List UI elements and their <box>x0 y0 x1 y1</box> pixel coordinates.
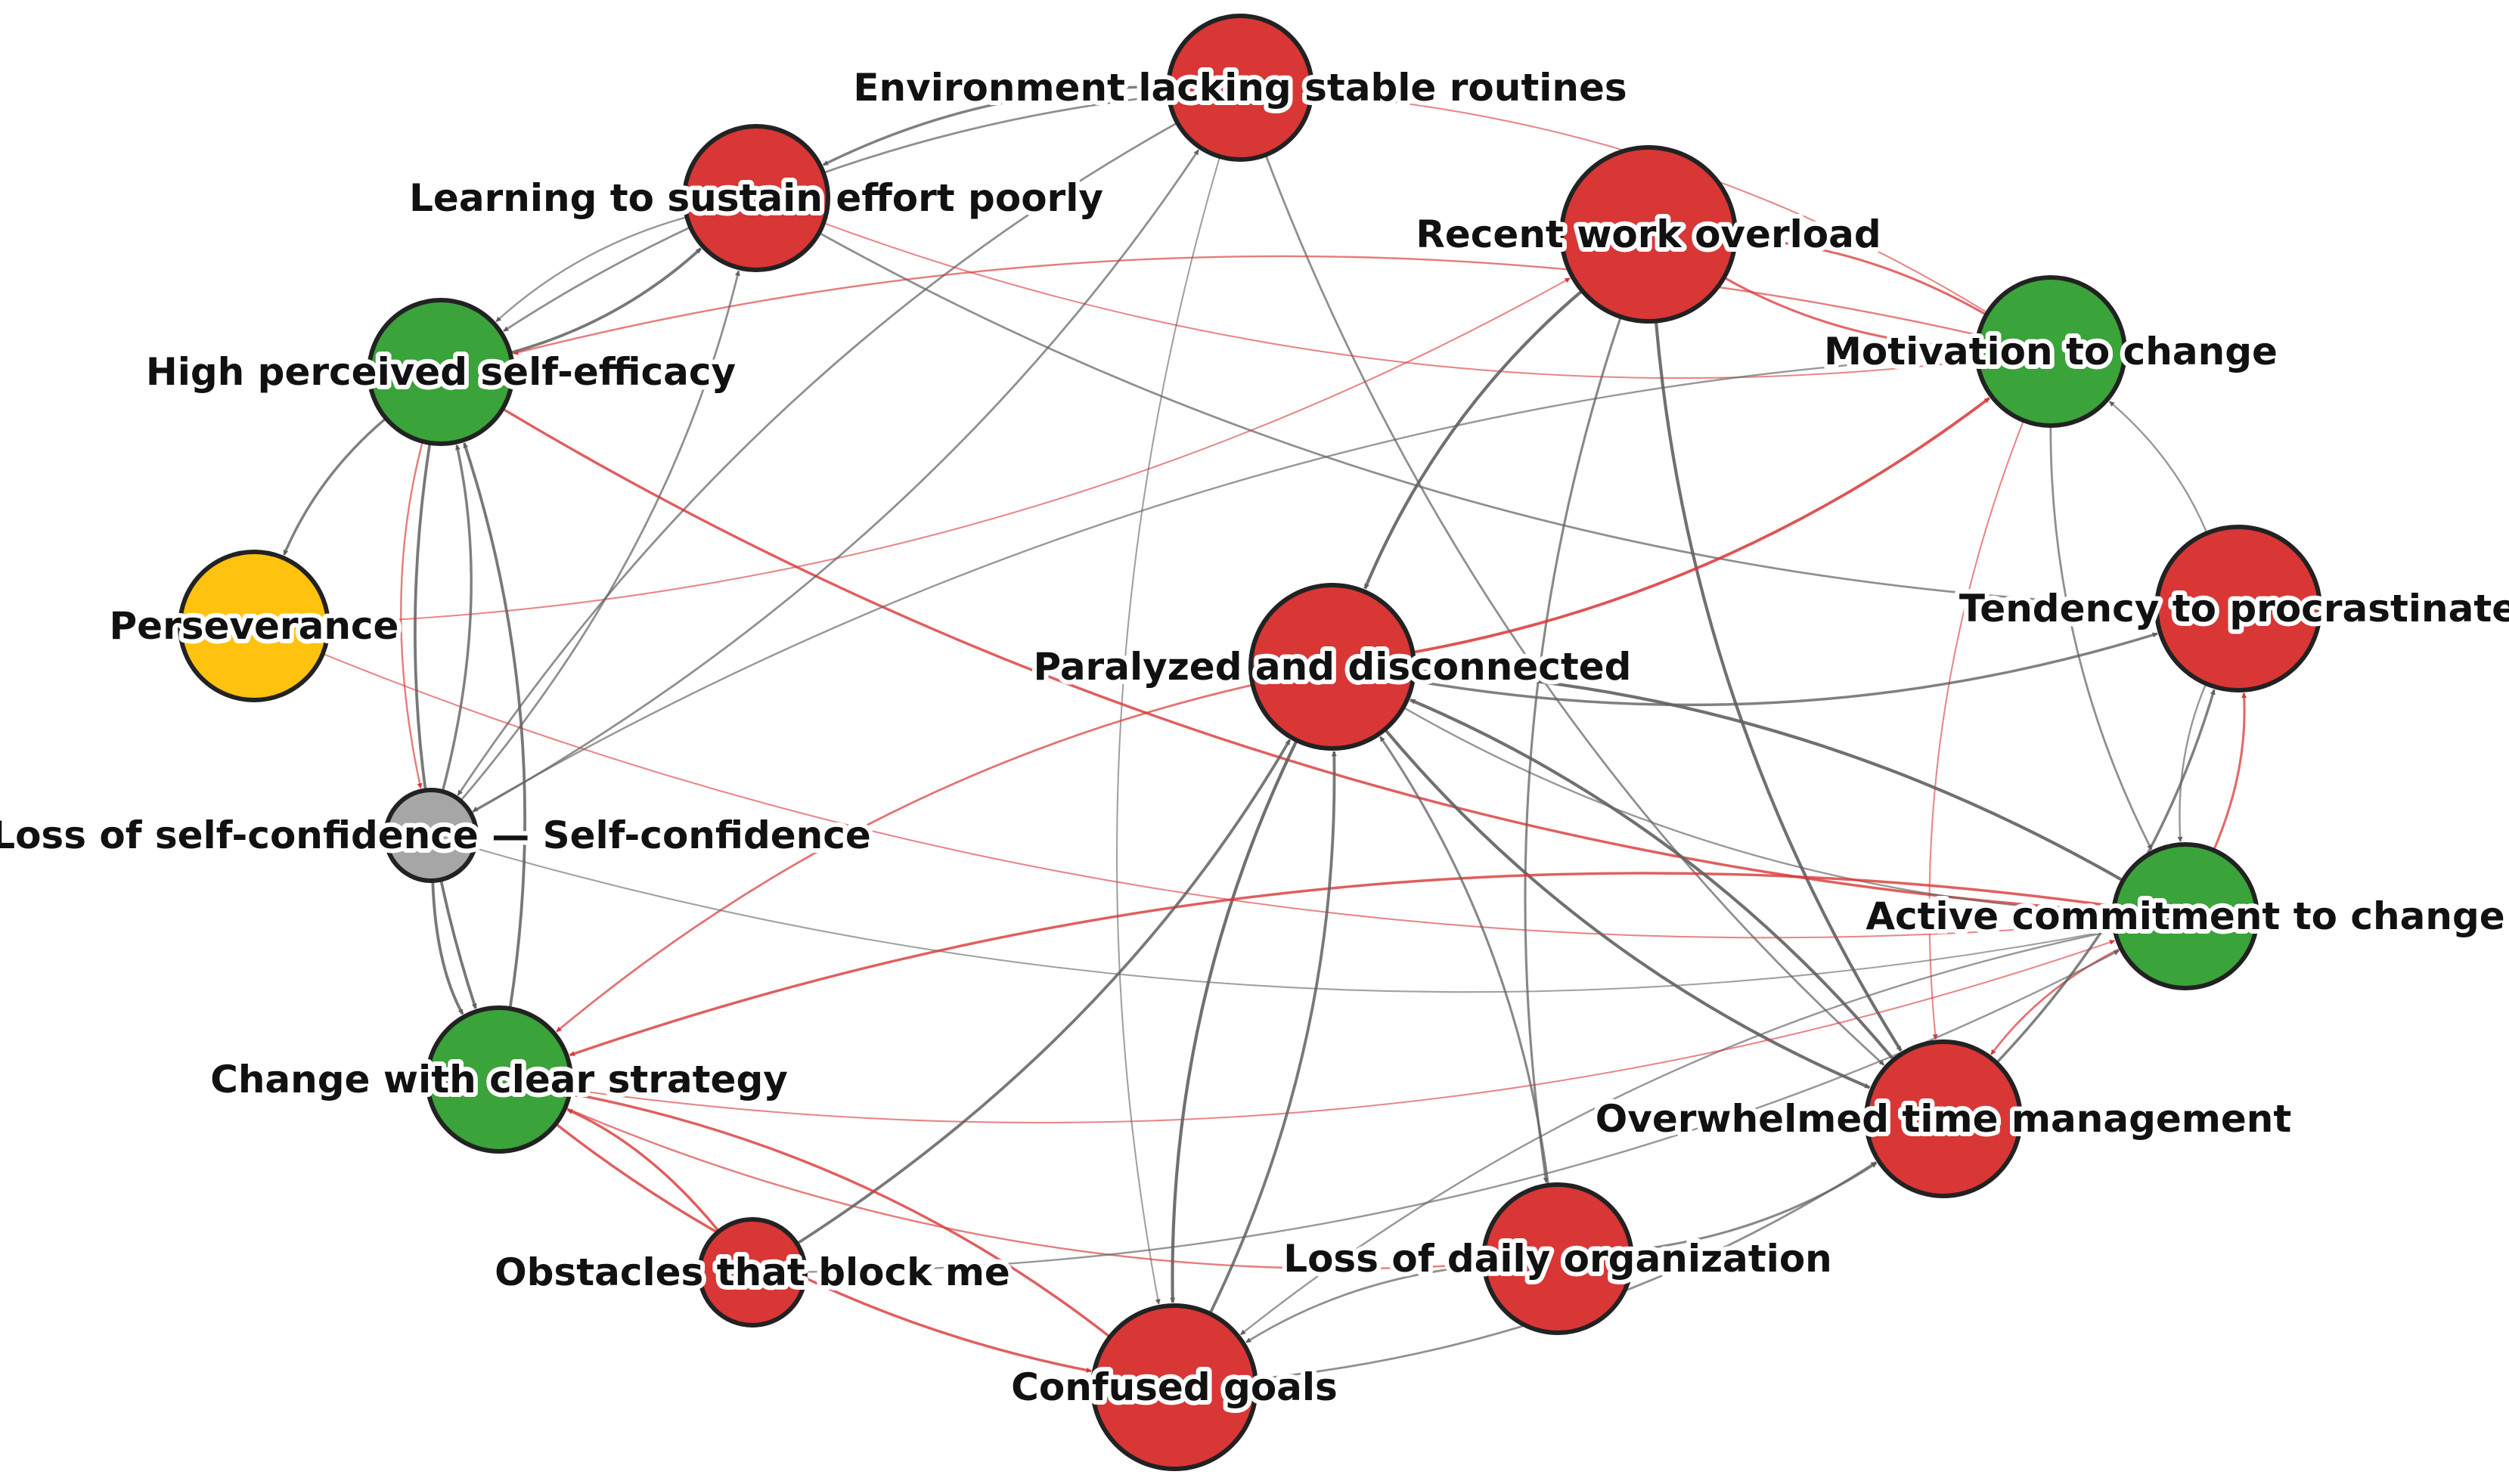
edge-motiv-to-selfeff <box>513 255 1979 355</box>
node-active <box>2111 842 2259 990</box>
node-label-lossconf: Loss of self-confidence — Self-confidenc… <box>0 813 871 857</box>
edge-env-to-lossconf <box>457 122 1178 796</box>
edge-active-to-clearstrat <box>569 872 2115 1057</box>
edge-confused-to-paral <box>1208 751 1337 1315</box>
node-label-motiv: Motivation to change <box>1824 330 2278 373</box>
edge-learn-to-selfeff <box>495 216 687 323</box>
node-label-obstacles: Obstacles that block me <box>495 1250 1010 1294</box>
node-env <box>1166 14 1314 162</box>
node-label-procrast: Tendency to procrastinate <box>1959 587 2509 630</box>
node-label-active: Active commitment to change <box>1865 894 2504 938</box>
node-label-env: Environment lacking stable routines <box>853 66 1627 110</box>
edge-lossorg-to-confused <box>1245 1264 1484 1343</box>
edge-lossconf-to-selfeff <box>441 445 473 792</box>
edge-paral-to-active <box>1403 706 2111 915</box>
edge-selfeff-to-lossconf <box>400 441 424 789</box>
edge-selfeff-to-clearstrat <box>413 442 477 1009</box>
node-label-overload: Recent work overload <box>1416 212 1881 256</box>
edge-procrast-to-active <box>2177 683 2207 842</box>
edge-lossorg-to-paral <box>1379 736 1550 1185</box>
edge-clearstrat-to-lossorg <box>564 1107 1481 1270</box>
edge-lossconf-to-active <box>474 847 2113 993</box>
node-paral <box>1248 583 1416 751</box>
node-clearstrat <box>425 1005 573 1154</box>
node-obstacles <box>697 1217 808 1328</box>
node-learn <box>682 124 830 272</box>
edge-persev-to-overload <box>327 277 1571 624</box>
edge-motiv-to-overwhelm <box>1928 420 2025 1040</box>
node-selfeff <box>367 298 515 446</box>
edge-active-to-confused <box>1239 929 2116 1336</box>
edge-motiv-to-lossconf <box>472 355 1977 812</box>
node-lossorg <box>1481 1182 1634 1335</box>
edge-env-to-confused <box>1116 156 1221 1305</box>
edge-paral-to-overwhelm <box>1383 728 1871 1089</box>
edge-env-to-learn <box>822 85 1169 166</box>
node-label-confused: Confused goals <box>1011 1365 1338 1409</box>
edge-clearstrat-to-active <box>569 940 2116 1123</box>
node-persev <box>178 550 330 702</box>
edge-persev-to-active <box>322 652 2112 939</box>
node-label-learn: Learning to sustain effort poorly <box>409 176 1103 220</box>
node-label-selfeff: High perceived self-efficacy <box>146 350 736 394</box>
edge-clearstrat-to-selfeff <box>463 442 527 1009</box>
labels-layer: Environment lacking stable routinesLearn… <box>0 61 2509 1414</box>
edge-selfeff-to-learn <box>510 247 702 355</box>
edge-active-to-paral <box>1416 668 2124 882</box>
node-label-overwhelm: Overwhelmed time management <box>1596 1097 2292 1141</box>
edge-overload-to-lossorg <box>1524 316 1622 1183</box>
node-label-lossorg: Loss of daily organization <box>1283 1237 1832 1281</box>
edge-paral-to-confused <box>1170 739 1298 1303</box>
node-label-paral: Paralyzed and disconnected <box>1034 645 1632 689</box>
edge-active-to-overwhelm <box>1990 947 2122 1055</box>
node-label-persev: Perseverance <box>110 604 399 648</box>
node-overwhelm <box>1864 1039 2023 1198</box>
edge-obstacles-to-clearstrat <box>566 1108 721 1232</box>
edge-obstacles-to-paral <box>795 739 1292 1245</box>
edge-lossconf-to-learn <box>459 270 740 802</box>
edge-obstacles-to-active <box>805 950 2120 1273</box>
edge-lossconf-to-env <box>470 149 1200 814</box>
edge-paral-to-motiv <box>1412 397 1990 654</box>
node-procrast <box>2154 525 2322 692</box>
nodes-layer <box>178 14 2322 1471</box>
node-label-clearstrat: Change with clear strategy <box>210 1058 788 1101</box>
edge-motiv-to-overload <box>1738 236 1987 316</box>
edge-clearstrat-to-confused <box>554 1123 1092 1373</box>
edge-paral-to-clearstrat <box>556 683 1254 1033</box>
node-motiv <box>1974 275 2127 428</box>
node-lossconf <box>383 788 479 883</box>
node-confused <box>1090 1303 1258 1471</box>
edge-selfeff-to-active <box>501 407 2111 914</box>
edge-learn-to-procrast <box>818 231 2154 609</box>
edge-overload-to-overwhelm <box>1654 321 1903 1052</box>
edge-env-to-overwhelm <box>1264 154 1885 1066</box>
edge-active-to-procrast <box>2213 692 2247 851</box>
edges-layer <box>283 85 2247 1380</box>
node-overload <box>1559 145 1738 324</box>
edge-lossconf-to-clearstrat <box>431 880 464 1015</box>
edge-paral-to-procrast <box>1413 632 2158 707</box>
edge-motiv-to-active <box>2049 425 2153 850</box>
edge-procrast-to-motiv <box>2108 401 2208 534</box>
edge-confused-to-clearstrat <box>572 1092 1111 1338</box>
edge-learn-to-motiv <box>823 222 1975 380</box>
edge-overwhelm-to-paral <box>1410 698 1895 1061</box>
edge-selfeff-to-persev <box>283 417 387 556</box>
